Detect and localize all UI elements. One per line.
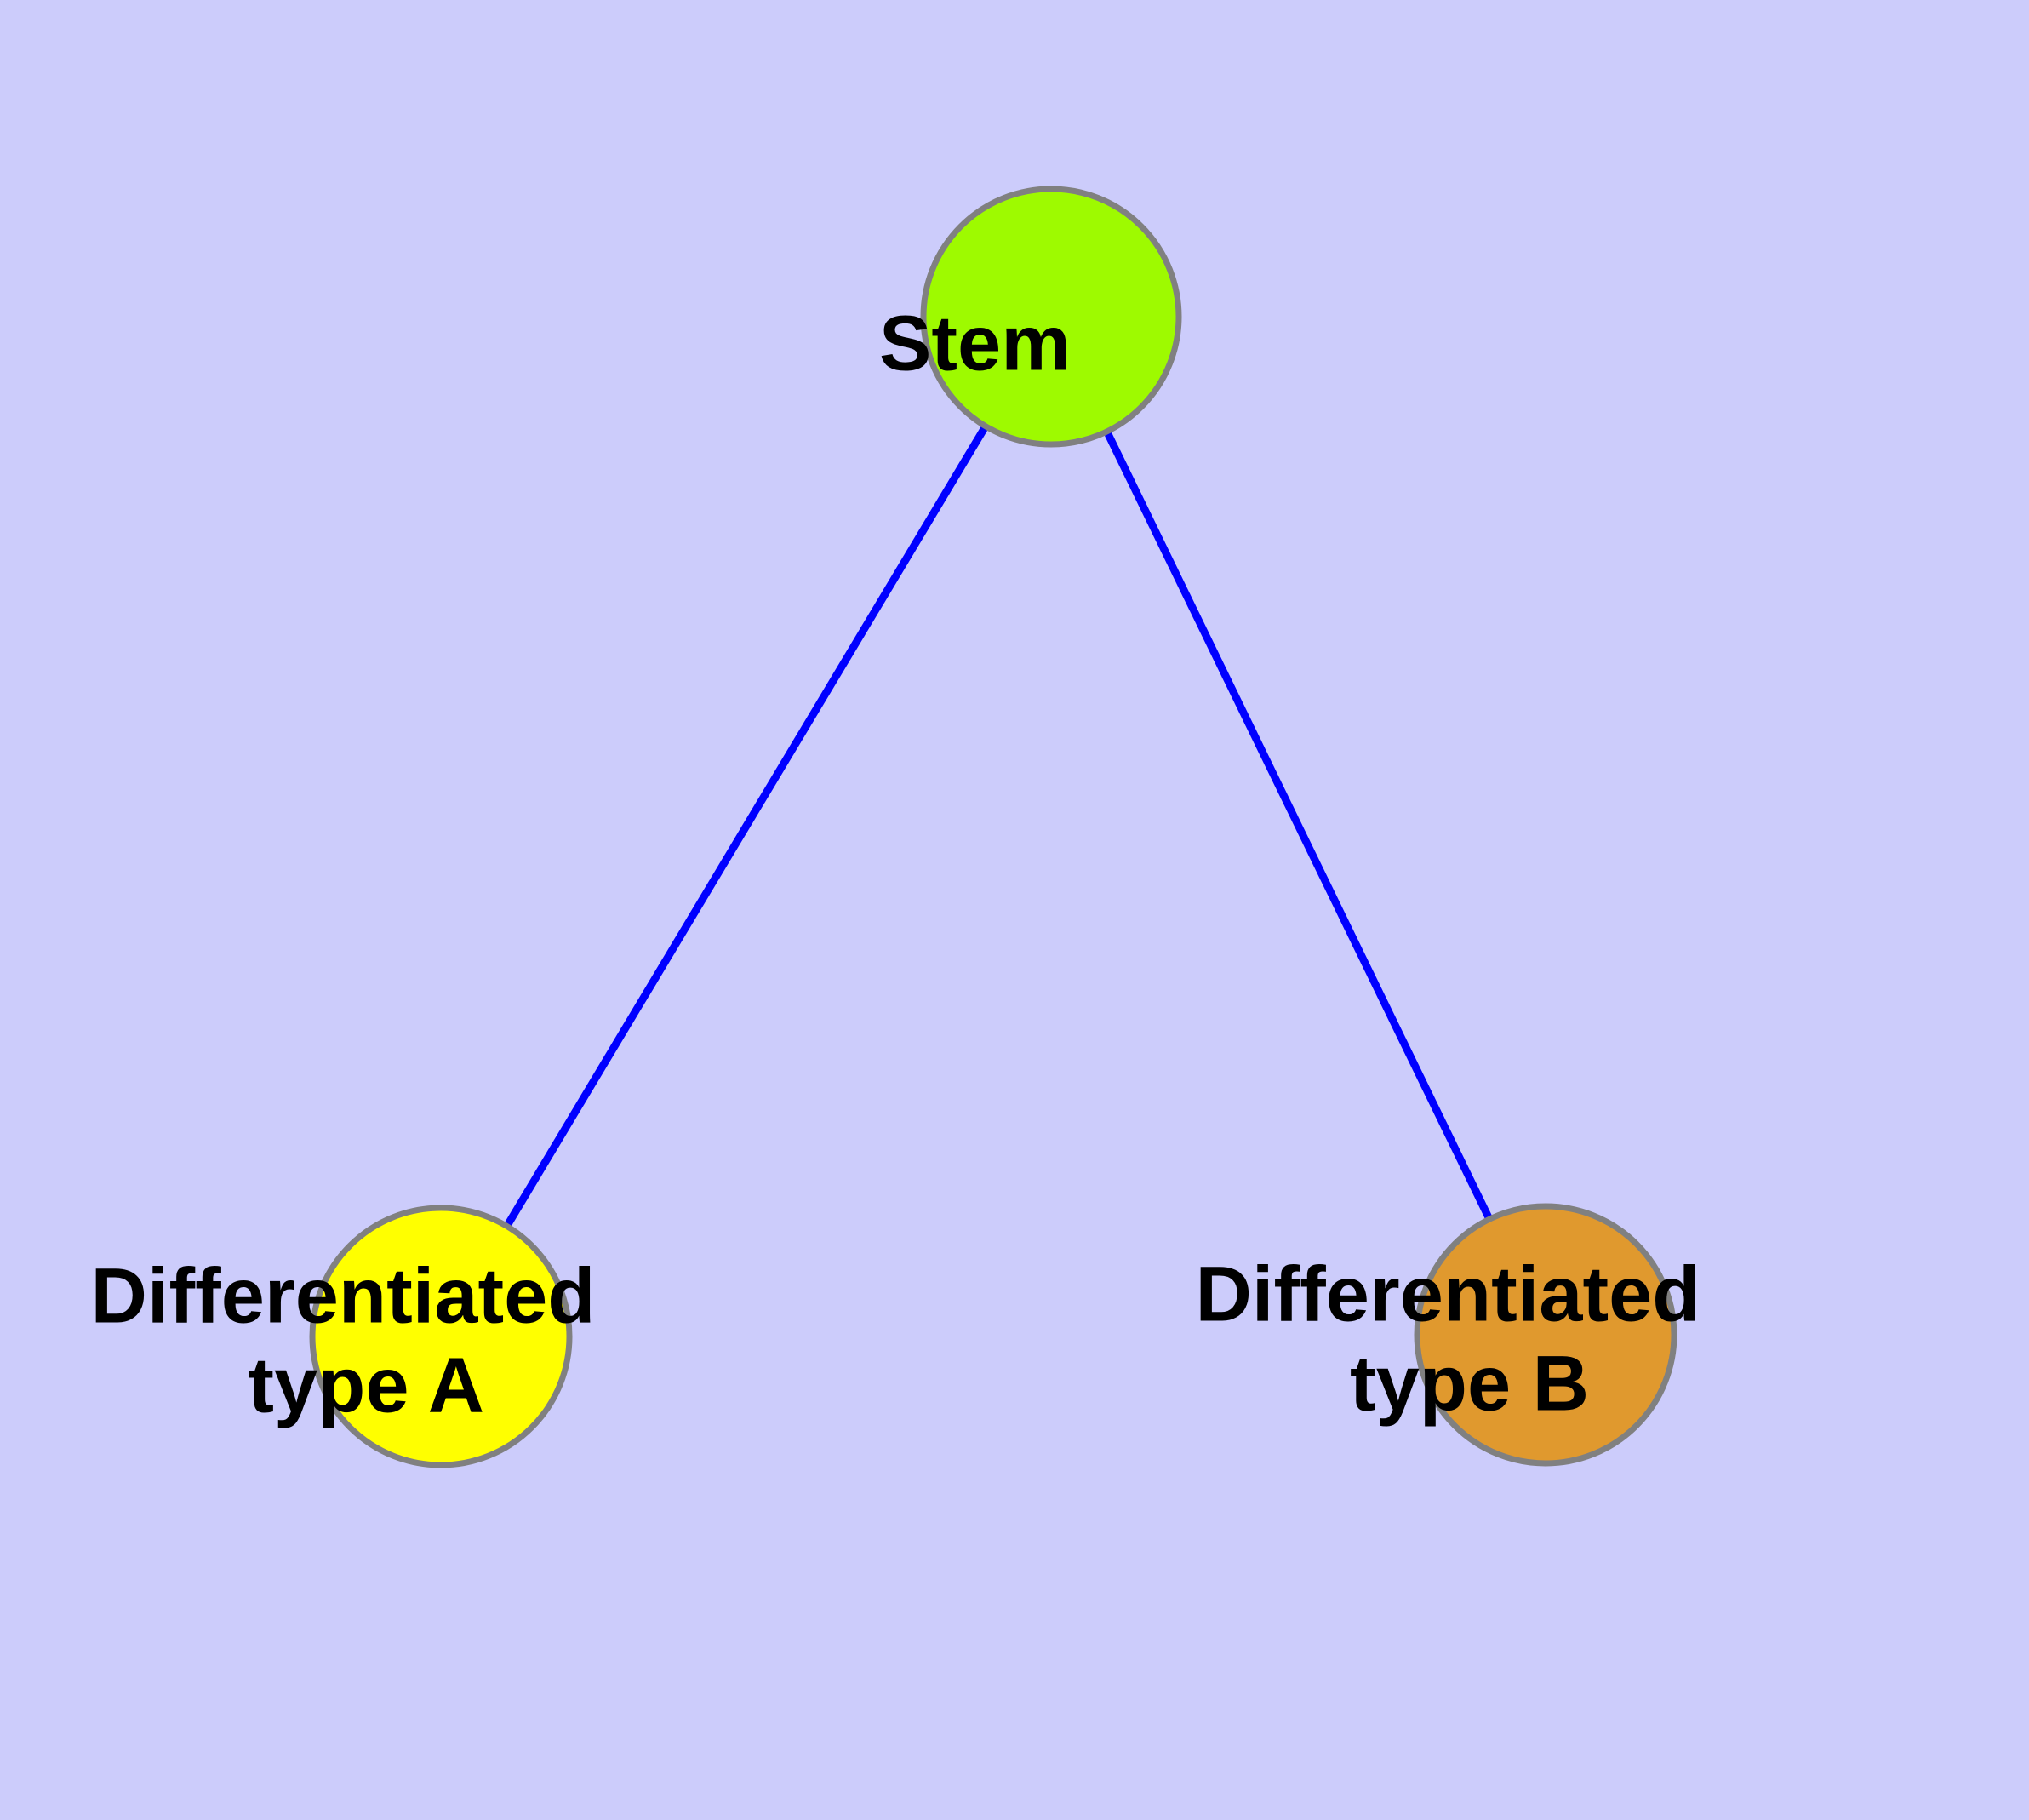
edge-stem-to-diff-a[interactable] [437, 314, 1055, 1339]
node-diff-a-label-line-1: Differentiated [90, 1252, 595, 1339]
node-stem-label: Stem [879, 273, 1223, 386]
edge-layer [437, 314, 1550, 1339]
node-diff-a-circle[interactable] [309, 1205, 573, 1468]
node-stem-circle[interactable] [920, 186, 1182, 448]
node-stem-label-line-1: Stem [879, 300, 1071, 386]
node-diff-b-label-line-2: type B [1350, 1340, 1589, 1427]
node-diff-a[interactable] [309, 1205, 573, 1468]
node-layer [309, 186, 1677, 1468]
label-layer: Stem Differentiated type A Differentiate… [90, 273, 1895, 1428]
node-diff-b-circle[interactable] [1414, 1203, 1677, 1467]
node-diff-b[interactable] [1414, 1203, 1677, 1467]
node-diff-b-label-line-1: Differentiated [1195, 1251, 1700, 1337]
node-diff-b-label: Differentiated type B [1195, 1251, 1895, 1427]
node-stem[interactable] [920, 186, 1182, 448]
node-diff-a-label-line-2: type A [248, 1342, 483, 1428]
node-diff-a-label: Differentiated type A [90, 1252, 791, 1428]
edge-stem-to-diff-b[interactable] [1047, 315, 1550, 1336]
